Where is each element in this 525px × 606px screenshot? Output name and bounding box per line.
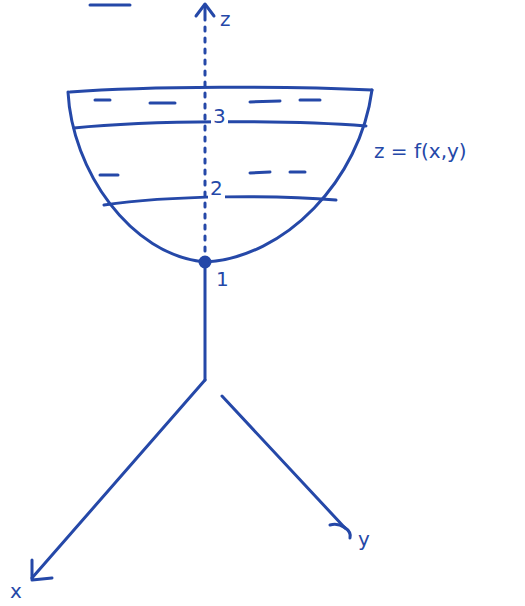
z-axis-hidden bbox=[204, 20, 207, 262]
axis-label: x bbox=[8, 580, 24, 602]
x-axis bbox=[32, 380, 205, 578]
bowl-rim bbox=[70, 87, 372, 92]
y-arrowhead bbox=[330, 524, 350, 538]
level-back-dashes bbox=[100, 172, 305, 175]
rim-back-dashes bbox=[95, 100, 320, 103]
level-number: 1 bbox=[214, 268, 231, 290]
axis-label: y bbox=[356, 528, 372, 550]
z-arrowhead bbox=[196, 4, 214, 16]
stray-dash bbox=[90, 4, 130, 7]
function-label: z = f(x,y) bbox=[372, 140, 469, 162]
x-arrowhead bbox=[32, 560, 52, 580]
y-axis bbox=[222, 396, 345, 528]
z-axis bbox=[204, 262, 207, 380]
axis-label: z bbox=[218, 8, 233, 30]
bowl-outline bbox=[68, 90, 372, 262]
minimum-point bbox=[200, 257, 210, 267]
level-number: 3 bbox=[211, 105, 228, 127]
level-number: 2 bbox=[208, 177, 225, 199]
